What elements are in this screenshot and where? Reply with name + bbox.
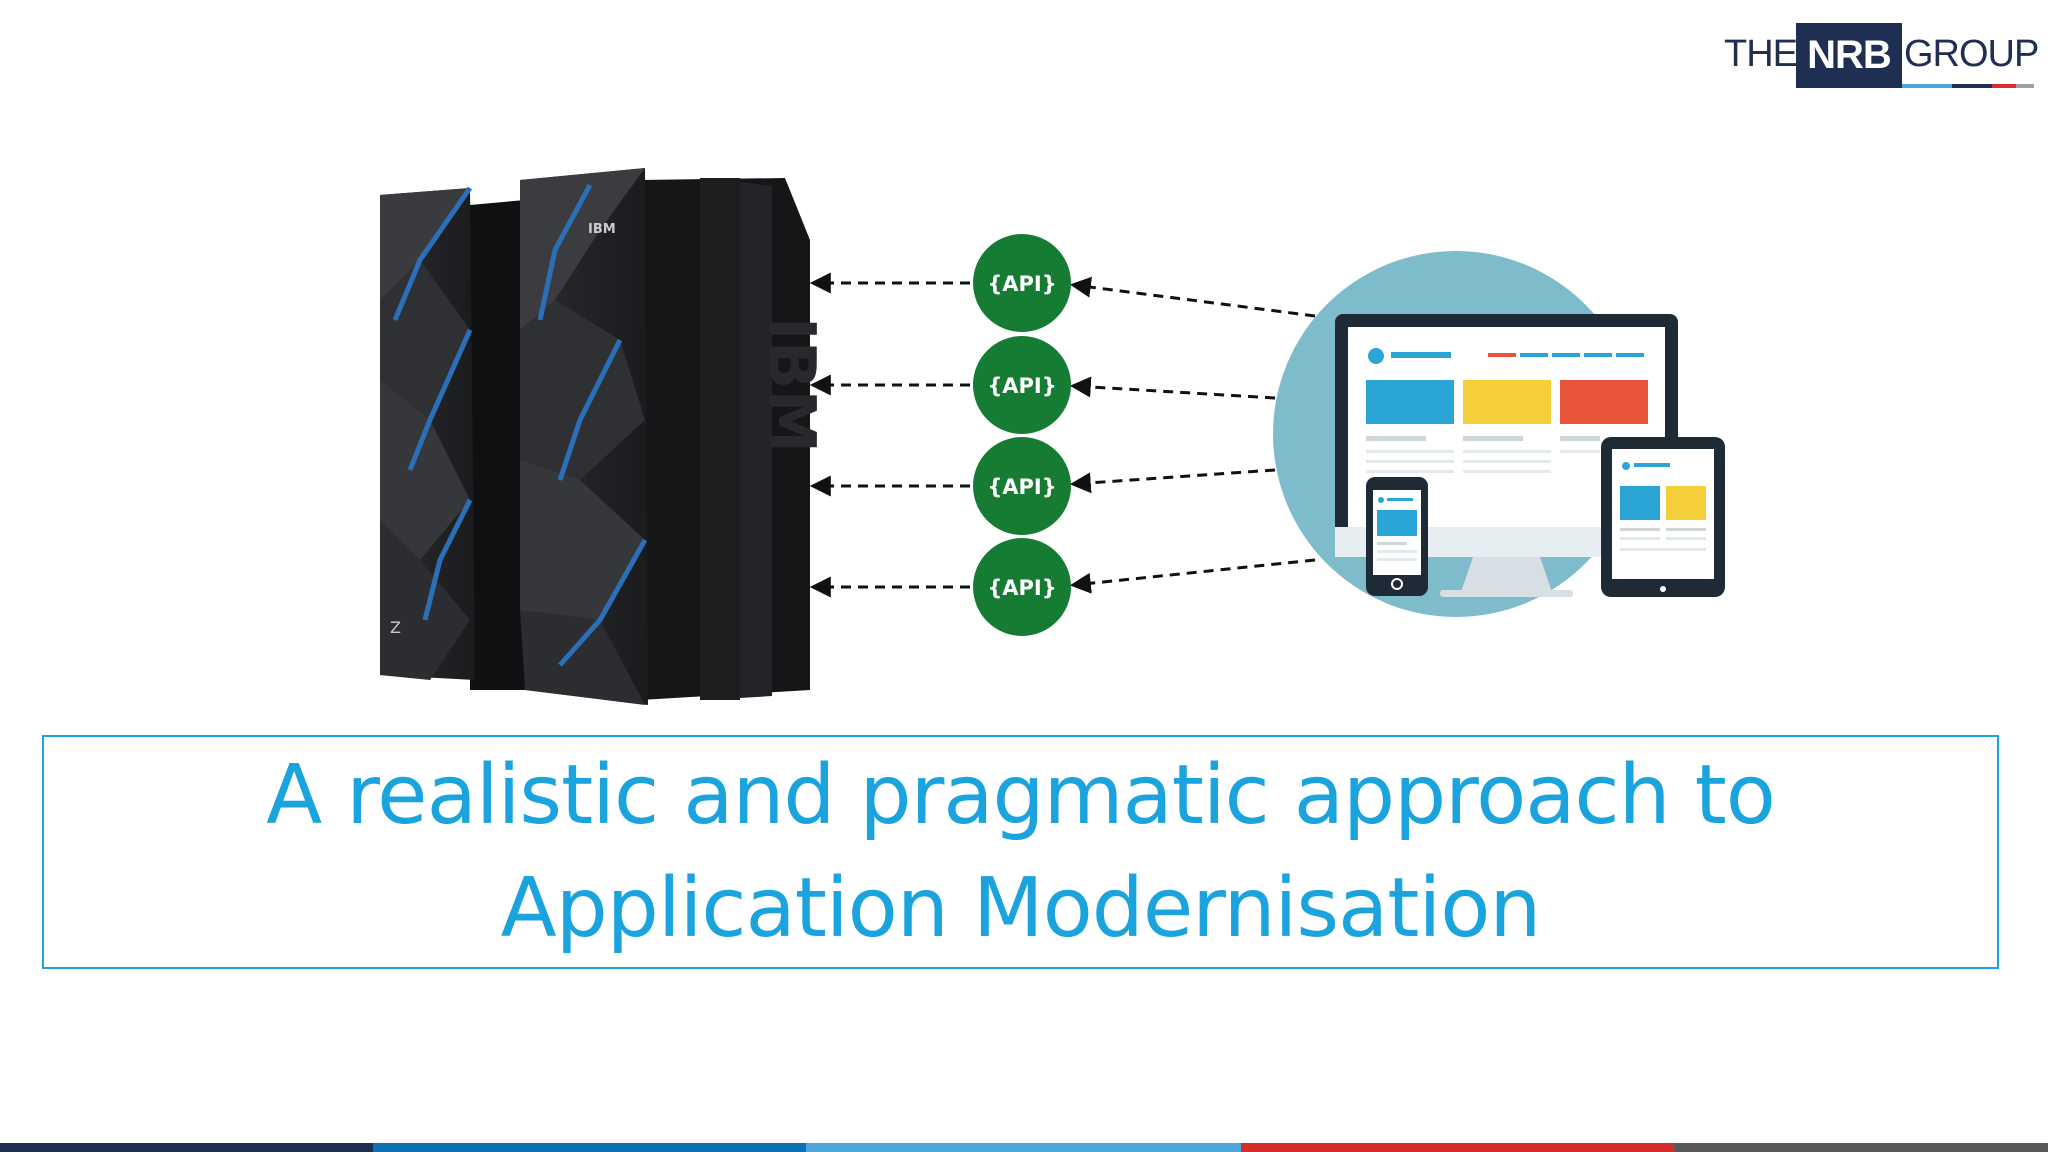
nrb-group-logo: THE NRB GROUP xyxy=(1722,23,2039,88)
mainframe-model-letter: Z xyxy=(390,618,401,637)
api-label: {API} xyxy=(987,576,1056,600)
title-box: A realistic and pragmatic approach to Ap… xyxy=(42,735,1999,969)
arrow-to-api-3 xyxy=(1069,468,1276,494)
bar-segment-navy xyxy=(0,1143,373,1152)
arrow-to-api-1 xyxy=(1069,276,1316,318)
slide-title: A realistic and pragmatic approach to Ap… xyxy=(266,739,1776,965)
arrow-to-api-4 xyxy=(1069,558,1316,594)
api-to-mainframe-arrows xyxy=(809,272,970,598)
bottom-color-bar xyxy=(0,1143,2048,1152)
api-label: {API} xyxy=(987,374,1056,398)
devices-to-api-arrows xyxy=(1069,276,1316,594)
api-node-2: {API} xyxy=(973,336,1071,434)
bar-segment-gray xyxy=(1674,1143,2048,1152)
logo-underline xyxy=(1902,84,2034,88)
api-label: {API} xyxy=(987,475,1056,499)
logo-nrb: NRB xyxy=(1807,33,1892,77)
slide-title-line-2: Application Modernisation xyxy=(500,861,1542,956)
api-node-3: {API} xyxy=(973,437,1071,535)
api-label: {API} xyxy=(987,272,1056,296)
bar-segment-blue xyxy=(373,1143,806,1152)
smartphone-device-icon xyxy=(1366,477,1428,596)
api-node-4: {API} xyxy=(973,538,1071,636)
architecture-diagram: IBM Z IBM {API} {API} {API} {API} xyxy=(380,168,1725,705)
bar-segment-red xyxy=(1241,1143,1674,1152)
ibm-mainframe-illustration: IBM Z IBM xyxy=(380,168,828,705)
devices-illustration xyxy=(1273,251,1725,617)
logo-nrb-box: NRB xyxy=(1796,23,1902,88)
api-node-1: {API} xyxy=(973,234,1071,332)
arrow-to-api-2 xyxy=(1069,376,1276,400)
bar-segment-light-blue xyxy=(806,1143,1241,1152)
logo-group: GROUP xyxy=(1904,33,2039,75)
tablet-device-icon xyxy=(1601,437,1725,597)
logo-the: THE xyxy=(1724,33,1798,75)
mainframe-brand-label: IBM xyxy=(588,222,616,237)
slide-title-line-1: A realistic and pragmatic approach to xyxy=(266,748,1776,843)
